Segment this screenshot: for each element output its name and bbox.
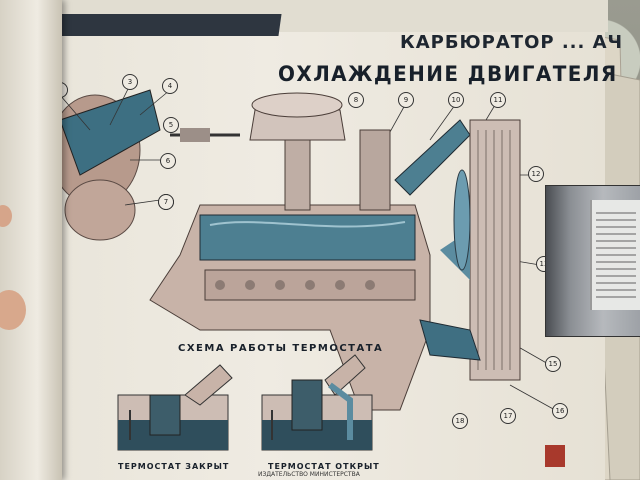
callout-6: 6 <box>160 153 176 169</box>
engine-block <box>149 92 471 411</box>
callout-15: 15 <box>545 356 561 372</box>
thermostat-open-diagram <box>261 354 373 451</box>
poster-title: ОХЛАЖДЕНИЕ ДВИГАТЕЛЯ <box>278 62 618 86</box>
sticker-print-lines <box>596 212 636 302</box>
callout-4: 4 <box>162 78 178 94</box>
publisher-line: ИЗДАТЕЛЬСТВО МИНИСТЕРСТВА <box>258 471 360 478</box>
callout-9: 9 <box>398 92 414 108</box>
background-poster-title: КАРБЮРАТОР ... АЧ <box>400 32 624 53</box>
callout-18: 18 <box>452 413 468 429</box>
callout-17: 17 <box>500 408 516 424</box>
callout-5: 5 <box>163 117 179 133</box>
callout-8: 8 <box>348 92 364 108</box>
water-pump-detail <box>49 89 240 241</box>
fingertip <box>0 205 12 227</box>
thermostat-closed-caption: ТЕРМОСТАТ ЗАКРЫТ <box>118 462 230 471</box>
callout-16: 16 <box>552 403 568 419</box>
callout-7: 7 <box>158 194 174 210</box>
thermostat-closed-diagram <box>117 364 233 451</box>
thermostat-open-caption: ТЕРМОСТАТ ОТКРЫТ <box>268 462 380 471</box>
radiator <box>419 119 521 381</box>
thermostat-diagram-title: СХЕМА РАБОТЫ ТЕРМОСТАТА <box>178 343 384 354</box>
callout-3: 3 <box>122 74 138 90</box>
callout-11: 11 <box>490 92 506 108</box>
finger <box>0 290 26 330</box>
rolled-poster-edge <box>0 0 62 480</box>
callout-12: 12 <box>528 166 544 182</box>
publisher-badge <box>545 445 565 467</box>
callout-10: 10 <box>448 92 464 108</box>
